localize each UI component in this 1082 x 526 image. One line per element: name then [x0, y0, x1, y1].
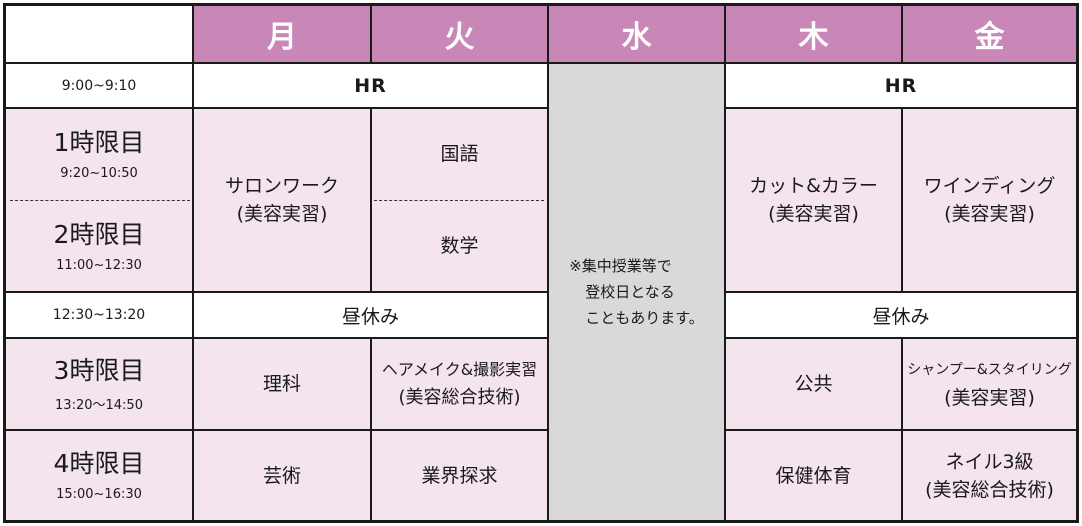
- hr-mon-tue: HR: [193, 63, 548, 108]
- tue-p4-cell: 業界探求: [371, 430, 548, 521]
- grid-line-h: [4, 62, 1079, 64]
- fri-p12-note: (美容実習): [944, 203, 1035, 225]
- fri-p12-cell: ワインディング (美容実習): [902, 108, 1077, 292]
- grid-line-v: [901, 4, 903, 63]
- tue-p2-subject: 数学: [440, 235, 479, 257]
- grid-line-h: [4, 291, 548, 293]
- dashed-separator: [374, 200, 544, 201]
- tue-p3-cell: ヘアメイク&撮影実習 (美容総合技術): [371, 338, 548, 430]
- fri-p12-subject: ワインディング: [923, 175, 1056, 197]
- thu-p4-subject: 保健体育: [775, 464, 852, 487]
- mon-p4-subject: 芸術: [262, 464, 301, 487]
- tue-p3-subject: ヘアメイク&撮影実習: [381, 360, 538, 379]
- day-header-thu: 木: [725, 5, 902, 63]
- tue-p1-subject: 国語: [440, 143, 479, 165]
- time-hr: 9:00~9:10: [5, 63, 193, 108]
- wed-column: ※集中授業等で 登校日となる こともあります。: [548, 63, 725, 521]
- grid-line-v: [547, 4, 549, 522]
- day-header-fri: 金: [902, 5, 1077, 63]
- period-4-cell: 4時限目 15:00~16:30: [5, 430, 193, 521]
- fri-p3-note: (美容実習): [944, 387, 1035, 409]
- corner-cell: [5, 5, 193, 63]
- day-header-tue: 火: [371, 5, 548, 63]
- grid-line-v: [901, 108, 903, 292]
- grid-line-v: [370, 108, 372, 292]
- thu-p3-subject: 公共: [794, 373, 833, 395]
- period-2-time: 11:00~12:30: [56, 257, 142, 273]
- fri-p4-note: (美容総合技術): [925, 478, 1054, 501]
- grid-line-v: [724, 4, 726, 522]
- period-3-time: 13:20～14:50: [55, 397, 143, 413]
- grid-line-v: [370, 4, 372, 63]
- grid-line-v: [192, 4, 194, 522]
- wed-note-line-2: 登校日となる: [585, 283, 675, 301]
- thu-p4-cell: 保健体育: [725, 430, 902, 521]
- fri-p4-cell: ネイル3級 (美容総合技術): [902, 430, 1077, 521]
- grid-line-h: [725, 337, 1079, 339]
- grid-line-h: [4, 337, 548, 339]
- period-4-time: 15:00~16:30: [56, 487, 142, 502]
- period-4-label: 4時限目: [53, 449, 145, 478]
- hr-thu-fri: HR: [725, 63, 1077, 108]
- period-2-cell: 2時限目 11:00~12:30: [5, 200, 193, 292]
- period-1-label: 1時限目: [53, 127, 145, 157]
- tue-p4-subject: 業界探求: [421, 464, 498, 487]
- fri-p4-subject: ネイル3級: [945, 450, 1034, 473]
- thu-p12-subject: カット&カラー: [749, 175, 878, 197]
- period-1-time: 9:20~10:50: [60, 165, 138, 181]
- mon-p3-subject: 理科: [262, 373, 301, 395]
- mon-p12-subject: サロンワーク: [224, 175, 339, 197]
- tue-p1-cell: 国語: [371, 108, 548, 200]
- mon-p3-cell: 理科: [193, 338, 371, 430]
- day-header-mon: 月: [193, 5, 371, 63]
- wed-note-line-1: ※集中授業等で: [569, 257, 672, 275]
- tue-p3-note: (美容総合技術): [398, 387, 521, 408]
- fri-p3-cell: シャンプー&スタイリング (美容実習): [902, 338, 1077, 430]
- lunch-thu-fri: 昼休み: [725, 292, 1077, 338]
- grid-line-h: [4, 429, 548, 431]
- day-header-wed: 水: [548, 5, 725, 63]
- mon-p12-cell: サロンワーク (美容実習): [193, 108, 371, 292]
- thu-p12-note: (美容実習): [768, 203, 859, 225]
- mon-p4-cell: 芸術: [193, 430, 371, 521]
- grid-line-h: [725, 291, 1079, 293]
- period-3-cell: 3時限目 13:20～14:50: [5, 338, 193, 430]
- thu-p3-cell: 公共: [725, 338, 902, 430]
- dashed-separator: [10, 200, 190, 201]
- tue-p2-cell: 数学: [371, 200, 548, 292]
- time-lunch: 12:30~13:20: [5, 292, 193, 338]
- period-1-cell: 1時限目 9:20~10:50: [5, 108, 193, 200]
- period-3-label: 3時限目: [53, 355, 145, 385]
- fri-p3-subject: シャンプー&スタイリング: [907, 362, 1072, 378]
- lunch-mon-tue: 昼休み: [193, 292, 548, 338]
- period-2-label: 2時限目: [53, 219, 145, 249]
- grid-line-h: [725, 107, 1079, 109]
- grid-line-h: [725, 429, 1079, 431]
- thu-p12-cell: カット&カラー (美容実習): [725, 108, 902, 292]
- grid-line-h: [4, 107, 548, 109]
- wed-note-line-3: こともあります。: [585, 309, 704, 327]
- mon-p12-note: (美容実習): [236, 203, 328, 225]
